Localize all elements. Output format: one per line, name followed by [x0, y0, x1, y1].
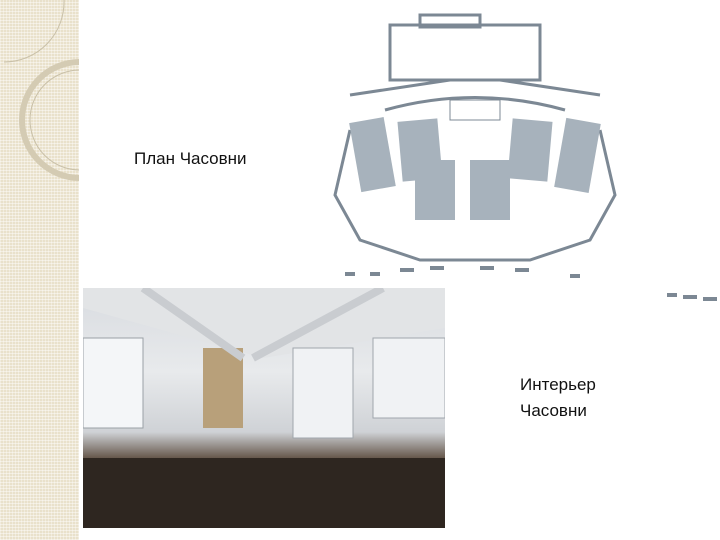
chapel-interior-photo — [83, 288, 445, 528]
decorative-side-strip — [0, 0, 79, 540]
interior-caption-line1: Интерьер — [520, 375, 596, 394]
chapel-floor-plan — [333, 13, 617, 278]
decorative-dashes — [667, 293, 717, 301]
plan-caption: План Часовни — [134, 149, 247, 168]
interior-caption: Интерьер Часовни — [520, 372, 596, 423]
interior-caption-line2: Часовни — [520, 400, 587, 420]
decorative-circles-icon — [3, 0, 79, 181]
